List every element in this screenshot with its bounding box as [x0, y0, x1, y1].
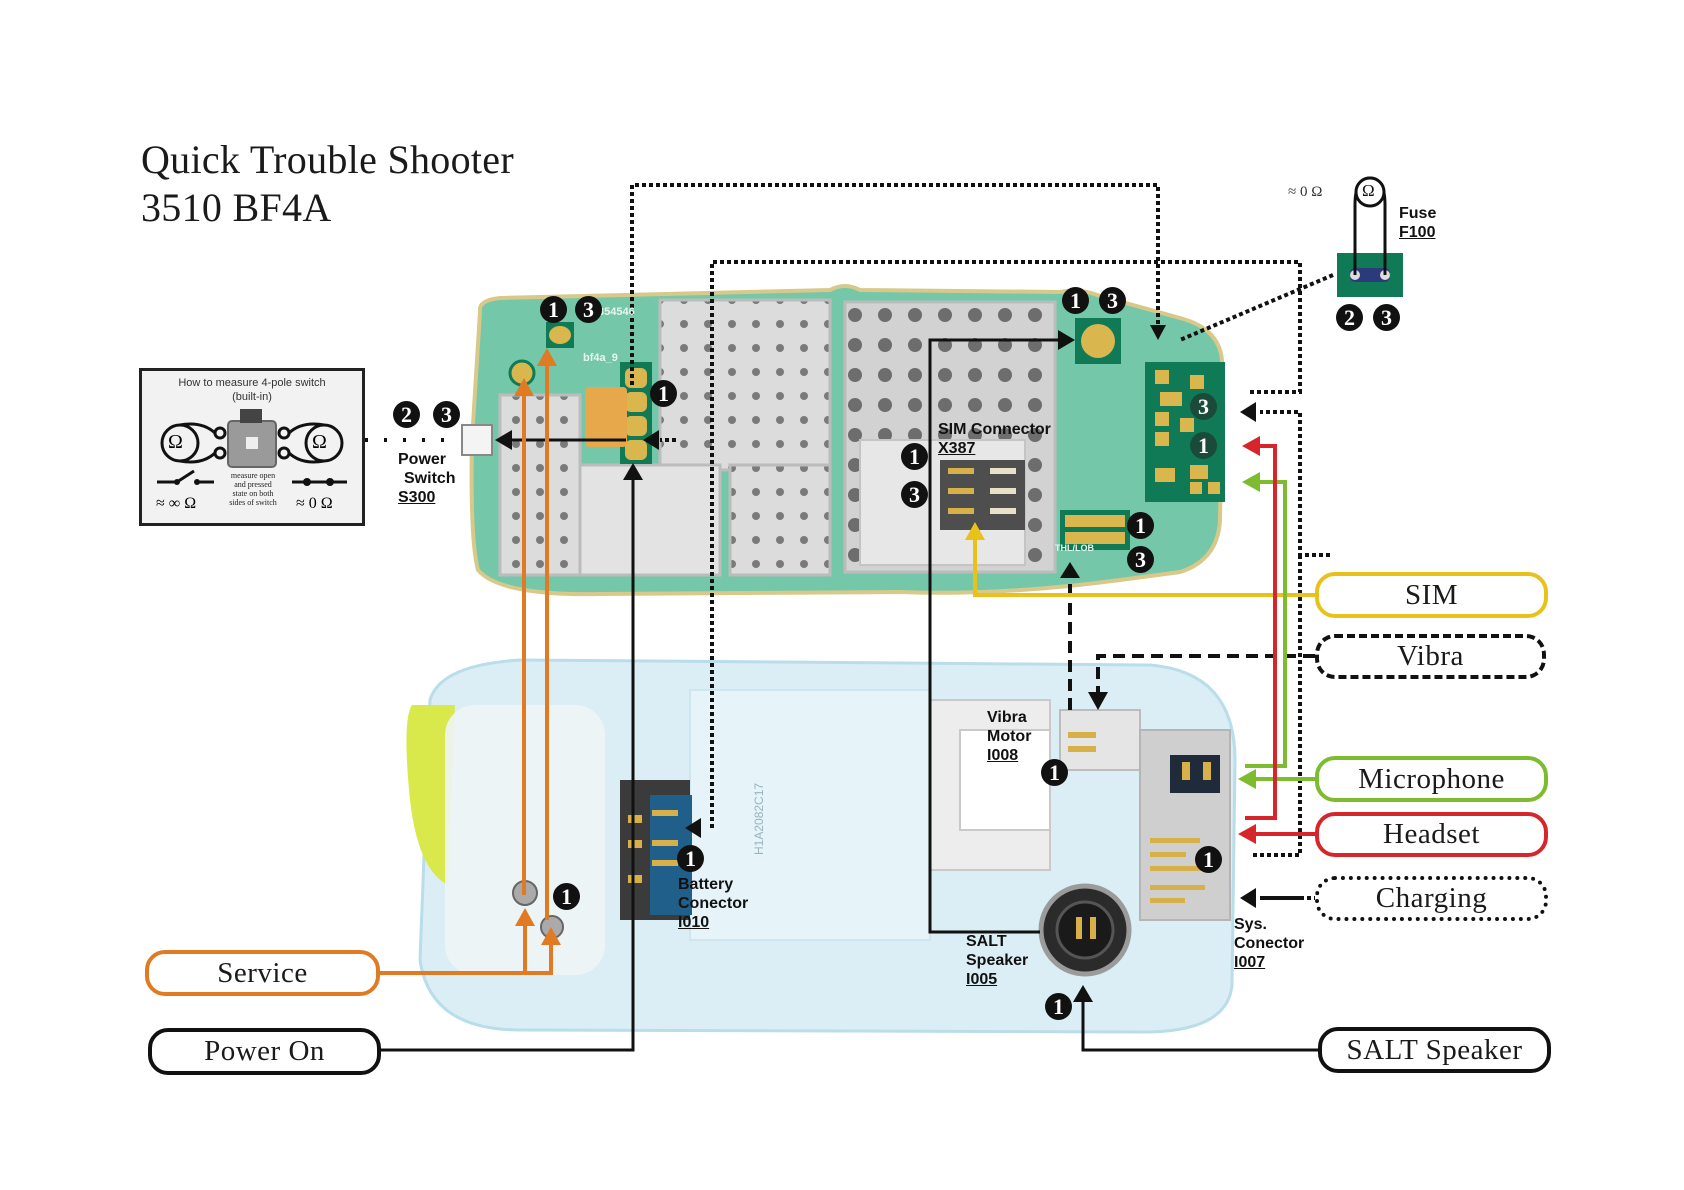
- fault-label-headset[interactable]: Headset: [1315, 812, 1548, 857]
- dotted-traces: [630, 183, 1334, 900]
- fuse-resistance: ≈ 0 Ω: [1288, 184, 1323, 200]
- main-pcb: [461, 284, 1225, 597]
- battery-connector-label: Battery Conector I010: [678, 875, 748, 932]
- vibra-motor-ref: I008: [987, 747, 1019, 764]
- fuse-ref: F100: [1399, 224, 1436, 241]
- sys-connector-label: Sys. Conector I007: [1234, 915, 1304, 972]
- microphone-trace: [1245, 480, 1315, 781]
- salt-speaker-ref: I005: [966, 971, 998, 988]
- info-ohm-right: Ω: [312, 431, 327, 453]
- keypad-shield: [498, 393, 582, 577]
- sim-connector-line1: SIM Connector: [938, 421, 1051, 438]
- info-closed-value: ≈ 0 Ω: [296, 495, 333, 512]
- info-note-3: state on both: [232, 489, 274, 498]
- marker-2: 2: [1336, 304, 1363, 331]
- vibra-motor-line1: Vibra: [987, 709, 1027, 726]
- antenna-pad: [1081, 324, 1115, 358]
- marker-3: 3: [1190, 393, 1217, 420]
- switch-measure-graphic: [157, 409, 347, 486]
- pcb-code-3: THL/LOB: [1055, 543, 1094, 553]
- title-line-1: Quick Trouble Shooter: [141, 137, 514, 182]
- power-switch-ref: S300: [398, 489, 436, 506]
- fault-label-charging[interactable]: Charging: [1315, 876, 1548, 921]
- marker-1: 1: [540, 296, 567, 323]
- service-trace: [380, 365, 553, 975]
- pcb-code-2: bf4a_9: [583, 352, 618, 364]
- fault-label-service[interactable]: Service: [145, 950, 380, 996]
- marker-1: 1: [1127, 512, 1154, 539]
- marker-2: 2: [393, 401, 420, 428]
- marker-3: 3: [433, 401, 460, 428]
- power-switch-label: Power Switch S300: [398, 450, 456, 507]
- info-note-2: and pressed: [234, 480, 272, 489]
- marker-3: 3: [901, 481, 928, 508]
- marker-3: 3: [575, 296, 602, 323]
- marker-3: 3: [1373, 304, 1400, 331]
- title-line-2: 3510 BF4A: [141, 185, 332, 230]
- marker-1: 1: [650, 380, 677, 407]
- sys-connector-line2: Conector: [1234, 935, 1305, 952]
- power-switch-line2: Switch: [404, 470, 456, 487]
- page-title: Quick Trouble Shooter 3510 BF4A: [141, 136, 514, 232]
- marker-1: 1: [1195, 846, 1222, 873]
- marker-1: 1: [1045, 993, 1072, 1020]
- solid-black-traces: [381, 338, 1320, 1052]
- info-open-value: ≈ ∞ Ω: [156, 495, 197, 512]
- marker-1: 1: [1041, 759, 1068, 786]
- housing-code: H1A2082C17: [752, 782, 766, 855]
- marker-3: 3: [1127, 546, 1154, 573]
- fault-label-microphone[interactable]: Microphone: [1315, 756, 1548, 802]
- fuse-name: Fuse: [1399, 205, 1437, 222]
- fault-label-salt-speaker[interactable]: SALT Speaker: [1318, 1027, 1551, 1073]
- headset-trace: [1245, 444, 1315, 836]
- marker-1: 1: [1062, 287, 1089, 314]
- sys-connector-ref: I007: [1234, 954, 1266, 971]
- info-heading-1: How to measure 4-pole switch: [178, 377, 326, 389]
- salt-speaker-label: SALT Speaker I005: [966, 932, 1028, 989]
- salt-speaker-line2: Speaker: [966, 952, 1029, 969]
- marker-1: 1: [901, 443, 928, 470]
- fault-label-sim[interactable]: SIM: [1315, 572, 1548, 618]
- sim-contacts: [940, 460, 1025, 530]
- power-switch-body: [461, 424, 493, 456]
- battery-connector-ref: I010: [678, 914, 710, 931]
- sim-connector-ref: X387: [938, 440, 976, 457]
- phone-housing: [406, 658, 1237, 1034]
- sys-connector-line1: Sys.: [1234, 916, 1267, 933]
- sim-trace: [973, 538, 1315, 597]
- service-pad-1: [549, 326, 571, 344]
- battery-connector-line2: Conector: [678, 895, 749, 912]
- fuse-illustration: [1337, 176, 1403, 297]
- service-pad-2: [508, 359, 536, 387]
- marker-3: 3: [1099, 287, 1126, 314]
- salt-speaker-line1: SALT: [966, 933, 1007, 950]
- vibra-motor-line2: Motor: [987, 728, 1032, 745]
- fault-label-power-on[interactable]: Power On: [148, 1028, 381, 1075]
- fault-label-vibra[interactable]: Vibra: [1315, 634, 1546, 679]
- sim-connector-label: SIM Connector X387: [938, 420, 1051, 458]
- pcb-code-1: 354546: [598, 306, 635, 318]
- side-key: [406, 705, 455, 885]
- fuse-label: Fuse F100: [1399, 204, 1436, 242]
- info-ohm-left: Ω: [168, 431, 183, 453]
- switch-measure-info-box: How to measure 4-pole switch (built-in) …: [139, 368, 365, 526]
- marker-1: 1: [677, 845, 704, 872]
- marker-1: 1: [553, 883, 580, 910]
- marker-1: 1: [1190, 432, 1217, 459]
- info-heading-2: (built-in): [232, 391, 272, 403]
- rf-shield: [658, 298, 832, 472]
- power-switch-line1: Power: [398, 451, 447, 468]
- info-note-1: measure open: [230, 471, 276, 480]
- info-note-4: sides of switch: [229, 498, 277, 507]
- tantalum-cap: [585, 387, 627, 447]
- vibra-motor-label: Vibra Motor I008: [987, 708, 1031, 765]
- battery-connector-line1: Battery: [678, 876, 734, 893]
- fuse-ohm-symbol: Ω: [1362, 181, 1375, 200]
- vibra-motor-body: [1059, 709, 1141, 771]
- vibra-trace: [1068, 575, 1315, 710]
